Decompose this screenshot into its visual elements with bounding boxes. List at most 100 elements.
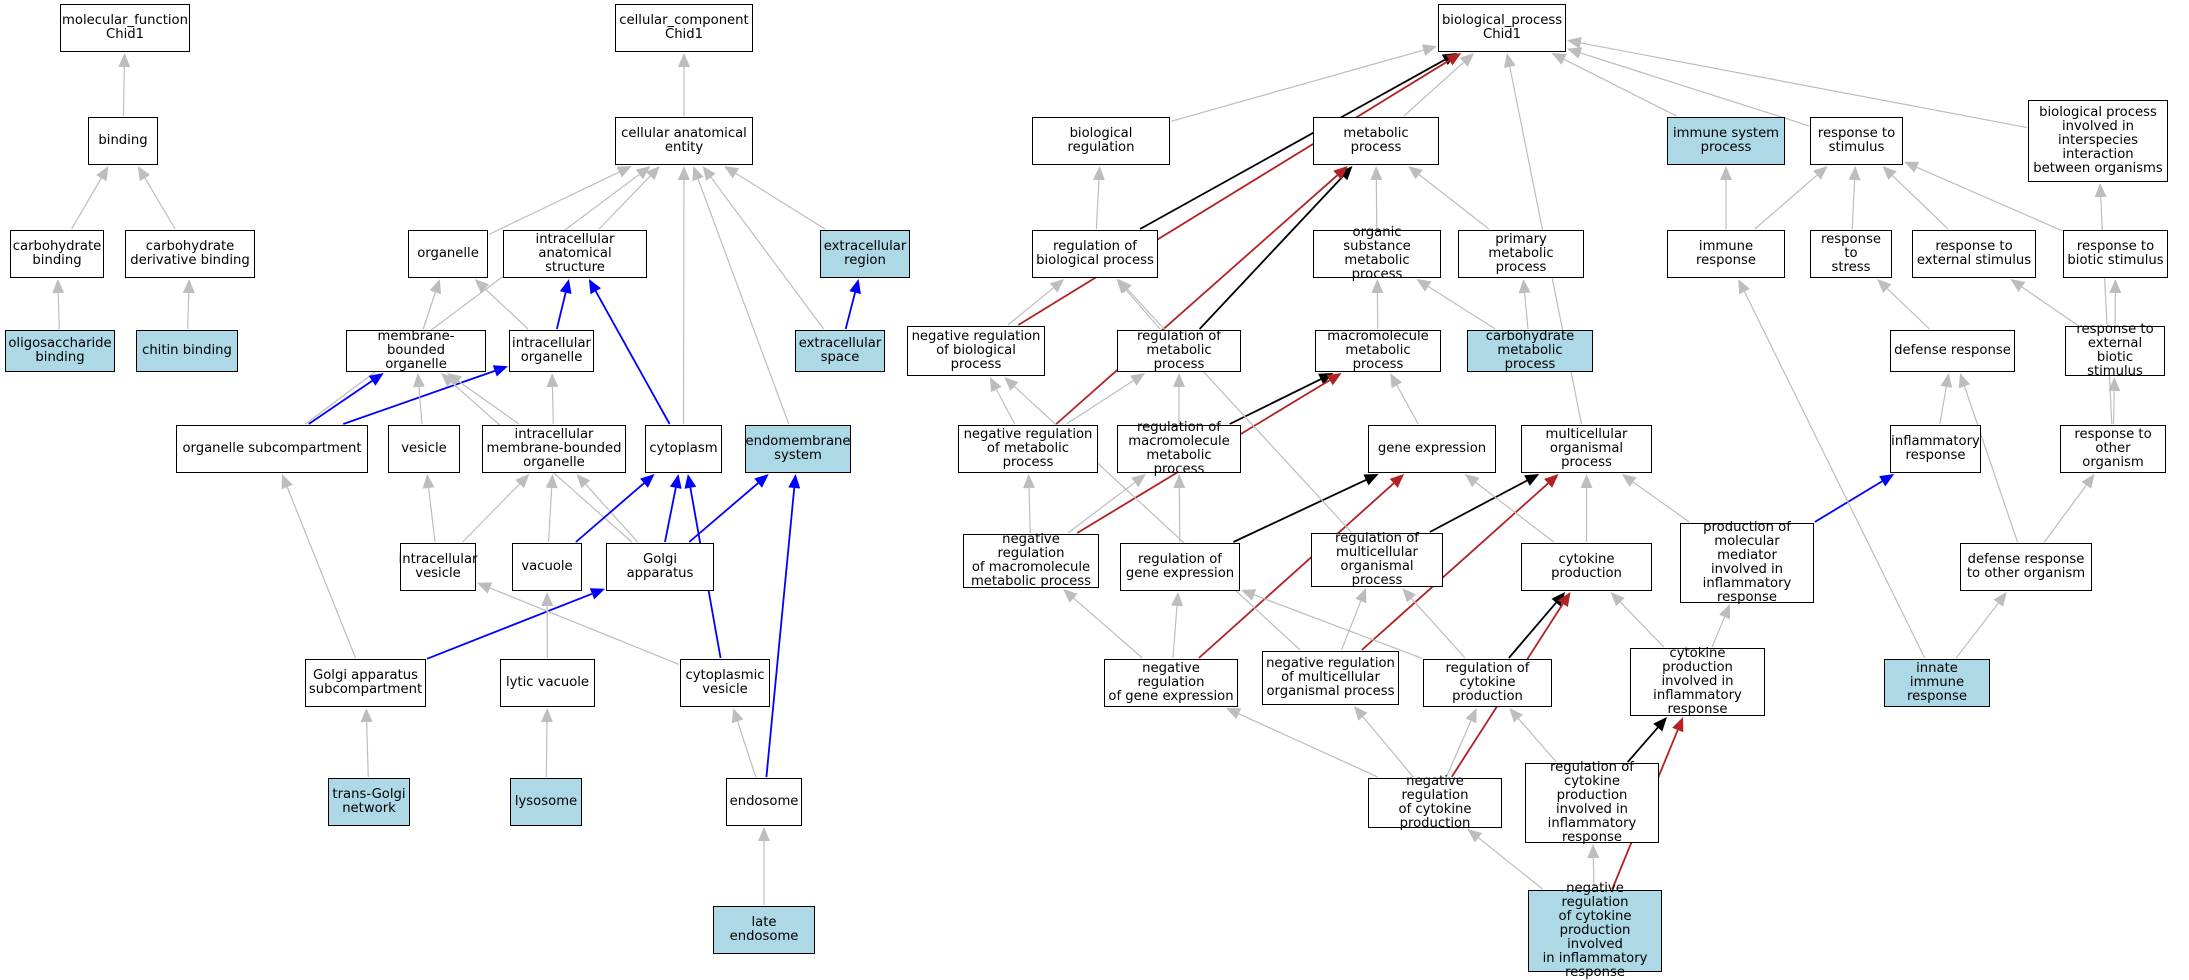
edge-is-a-arrowhead [732, 708, 743, 723]
edge-is-a-line [423, 292, 435, 329]
node-production-of-molecular-mediator[interactable]: production of molecular mediator involve… [1680, 523, 1814, 603]
node-negative-regulation-of-biological-process[interactable]: negative regulation of biological proces… [907, 326, 1045, 376]
edge-is-a-arrowhead [703, 166, 716, 181]
node-primary-metabolic-process[interactable]: primary metabolic process [1458, 230, 1584, 278]
node-organic-substance-metabolic-process[interactable]: organic substance metabolic process [1313, 230, 1441, 278]
edge-neg-regulates-arrowhead [1327, 373, 1342, 385]
edge-regulates-line [1430, 481, 1527, 532]
node-intracellular-anatomical-structure[interactable]: intracellular anatomical structure [503, 230, 647, 278]
node-vacuole[interactable]: vacuole [512, 543, 582, 591]
node-cytokine-production[interactable]: cytokine production [1521, 543, 1652, 591]
node-interspecies-interaction[interactable]: biological process involved in interspec… [2028, 100, 2168, 182]
node-cellular-anatomical-entity[interactable]: cellular anatomical entity [615, 117, 753, 165]
node-inflammatory-response[interactable]: inflammatory response [1890, 425, 1981, 473]
edge-is-a-line [1940, 387, 1946, 424]
node-vesicle[interactable]: vesicle [388, 425, 460, 473]
node-regulation-of-cytokine-production-in-inflammatory-response[interactable]: regulation of cytokine production involv… [1525, 763, 1659, 843]
node-response-to-biotic-stimulus[interactable]: response to biotic stimulus [2063, 230, 2168, 278]
edge-is-a-line [2022, 287, 2077, 325]
node-late-endosome[interactable]: late endosome [713, 906, 815, 954]
edge-is-a-arrowhead [96, 166, 108, 181]
node-negative-regulation-of-macromolecule-metabolic-process[interactable]: negative regulation of macromolecule met… [963, 534, 1099, 588]
node-negative-regulation-of-gene-expression[interactable]: negative regulation of gene expression [1104, 659, 1238, 707]
node-biological-process-root[interactable]: biological_process Chid1 [1438, 4, 1566, 52]
node-response-to-stress[interactable]: response to stress [1810, 230, 1892, 278]
node-endosome[interactable]: endosome [726, 778, 802, 826]
edge-part-of-line [557, 293, 566, 329]
node-response-to-external-biotic-stimulus[interactable]: response to external biotic stimulus [2065, 326, 2165, 376]
edge-is-a-arrowhead [1587, 844, 1599, 858]
node-response-to-stimulus[interactable]: response to stimulus [1810, 117, 1903, 165]
edge-is-a-arrowhead [678, 53, 690, 67]
node-carbohydrate-derivative-binding[interactable]: carbohydrate derivative binding [125, 230, 255, 278]
node-binding[interactable]: binding [88, 117, 158, 165]
node-extracellular-space[interactable]: extracellular space [795, 330, 885, 372]
node-macromolecule-metabolic-process[interactable]: macromolecule metabolic process [1315, 330, 1441, 372]
edge-is-a-arrowhead [1622, 474, 1637, 487]
node-golgi-apparatus[interactable]: Golgi apparatus [606, 543, 714, 591]
node-regulation-of-biological-process[interactable]: regulation of biological process [1032, 230, 1158, 278]
node-cytokine-production-in-inflammatory-response[interactable]: cytokine production involved in inflamma… [1630, 648, 1765, 716]
node-negative-regulation-of-metabolic-process[interactable]: negative regulation of metabolic process [958, 425, 1098, 473]
edge-is-a-arrowhead [541, 708, 553, 722]
node-cytoplasmic-vesicle[interactable]: cytoplasmic vesicle [680, 659, 770, 707]
edge-is-a-line [1171, 50, 1424, 121]
edge-part-of-arrowhead [849, 279, 861, 294]
node-response-to-other-organism[interactable]: response to other organism [2060, 425, 2166, 473]
edge-part-of-line [846, 293, 855, 329]
node-immune-response[interactable]: immune response [1667, 230, 1785, 278]
node-endomembrane-system[interactable]: endomembrane system [745, 425, 851, 473]
node-regulation-of-gene-expression[interactable]: regulation of gene expression [1120, 543, 1240, 591]
edge-is-a-arrowhead [1050, 279, 1065, 293]
node-regulation-of-macromolecule-metabolic-process[interactable]: regulation of macromolecule metabolic pr… [1117, 425, 1241, 473]
node-gene-expression[interactable]: gene expression [1368, 425, 1496, 473]
node-chitin-binding[interactable]: chitin binding [136, 330, 238, 372]
edge-part-of-line [596, 291, 670, 424]
edge-is-a-arrowhead [1354, 706, 1368, 721]
node-oligosaccharide-binding[interactable]: oligosaccharide binding [5, 330, 115, 372]
node-regulation-of-metabolic-process[interactable]: regulation of metabolic process [1117, 330, 1241, 372]
node-carbohydrate-metabolic-process[interactable]: carbohydrate metabolic process [1467, 330, 1593, 372]
node-organelle-subcompartment[interactable]: organelle subcompartment [176, 425, 368, 473]
node-metabolic-process[interactable]: metabolic process [1313, 117, 1439, 165]
node-negative-regulation-of-cytokine-production-in-inflammatory-response[interactable]: negative regulation of cytokine producti… [1528, 890, 1662, 972]
edge-is-a-arrowhead [1581, 474, 1593, 488]
edge-part-of-arrowhead [590, 588, 605, 599]
node-intracellular-vesicle[interactable]: intracellular vesicle [400, 543, 476, 591]
node-biological-regulation[interactable]: biological regulation [1032, 117, 1170, 165]
node-intracellular-membrane-bounded-organelle[interactable]: intracellular membrane-bounded organelle [482, 425, 626, 473]
node-intracellular-organelle[interactable]: intracellular organelle [509, 330, 594, 372]
node-lysosome[interactable]: lysosome [510, 778, 582, 826]
node-response-to-external-stimulus[interactable]: response to external stimulus [1912, 230, 2036, 278]
edge-is-a-line [188, 293, 189, 329]
edge-is-a-arrowhead [1465, 474, 1480, 487]
edge-is-a-line [419, 387, 422, 424]
node-immune-system-process[interactable]: immune system process [1667, 117, 1785, 165]
node-cellular-component-root[interactable]: cellular_component Chid1 [615, 4, 753, 52]
edge-is-a-arrowhead [1567, 47, 1582, 58]
node-innate-immune-response[interactable]: innate immune response [1884, 659, 1990, 707]
edge-is-a-arrowhead [1422, 44, 1437, 56]
edge-is-a-arrowhead [1355, 588, 1366, 603]
edge-is-a-arrowhead [1720, 166, 1732, 180]
edge-is-a-line [1476, 482, 1554, 542]
node-golgi-apparatus-subcompartment[interactable]: Golgi apparatus subcompartment [305, 659, 426, 707]
edge-is-a-line [1412, 598, 1466, 658]
node-membrane-bounded-organelle[interactable]: membrane-bounded organelle [346, 330, 486, 372]
node-molecular-function-root[interactable]: molecular_function Chid1 [60, 4, 190, 52]
node-defense-response[interactable]: defense response [1890, 330, 2015, 372]
node-regulation-of-cytokine-production[interactable]: regulation of cytokine production [1423, 659, 1552, 707]
node-trans-golgi-network[interactable]: trans-Golgi network [328, 778, 410, 826]
edge-is-a-line [287, 487, 355, 658]
node-organelle[interactable]: organelle [408, 230, 488, 278]
node-regulation-of-multicellular-organismal-process[interactable]: regulation of multicellular organismal p… [1311, 533, 1443, 587]
node-cytoplasm[interactable]: cytoplasm [645, 425, 722, 473]
node-negative-regulation-of-multicellular-organismal-process[interactable]: negative regulation of multicellular org… [1262, 651, 1399, 705]
edge-is-a-line [698, 179, 789, 424]
node-lytic-vacuole[interactable]: lytic vacuole [500, 659, 595, 707]
node-defense-response-to-other-organism[interactable]: defense response to other organism [1960, 543, 2092, 591]
node-extracellular-region[interactable]: extracellular region [820, 230, 910, 278]
node-multicellular-organismal-process[interactable]: multicellular organismal process [1521, 425, 1652, 473]
node-carbohydrate-binding[interactable]: carbohydrate binding [10, 230, 104, 278]
node-negative-regulation-of-cytokine-production[interactable]: negative regulation of cytokine producti… [1368, 778, 1502, 828]
